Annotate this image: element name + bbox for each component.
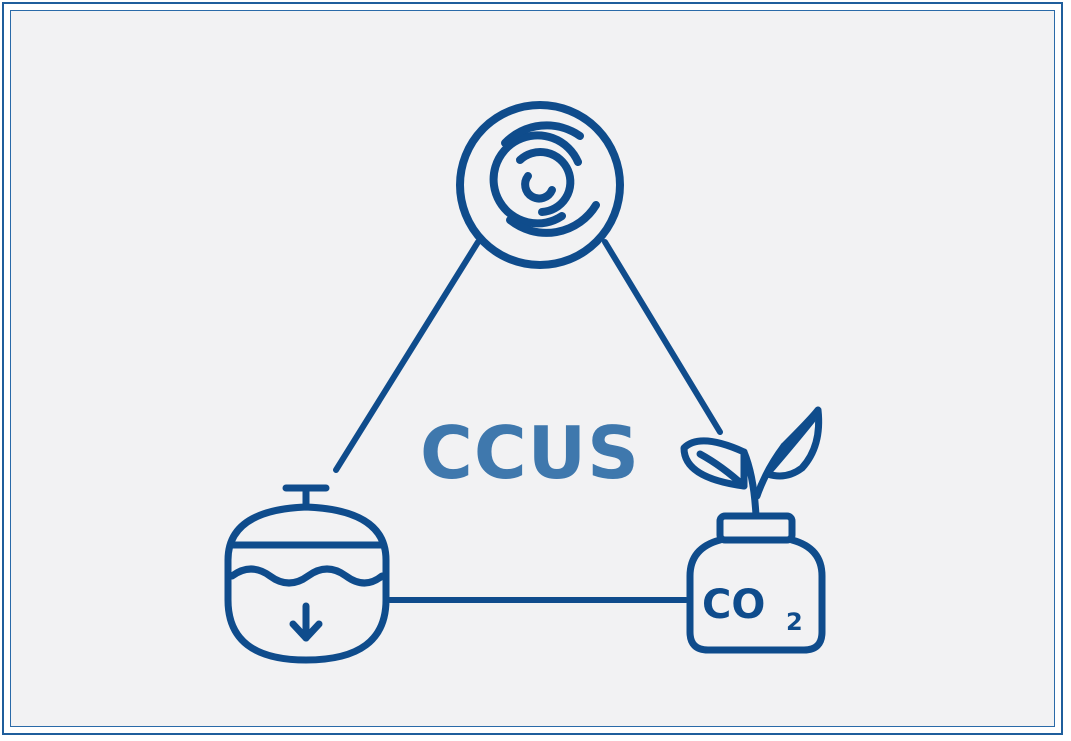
co2-label: CO: [702, 582, 765, 628]
co2-subscript: 2: [786, 608, 803, 636]
connector-top-left: [333, 239, 481, 473]
connector-top-right: [602, 239, 723, 435]
co2-jar-plant-icon: CO 2: [680, 406, 826, 654]
storage-tank-icon: [224, 484, 390, 664]
diagram-title: CCUS: [420, 411, 640, 495]
capture-swirl-icon: [456, 101, 624, 269]
